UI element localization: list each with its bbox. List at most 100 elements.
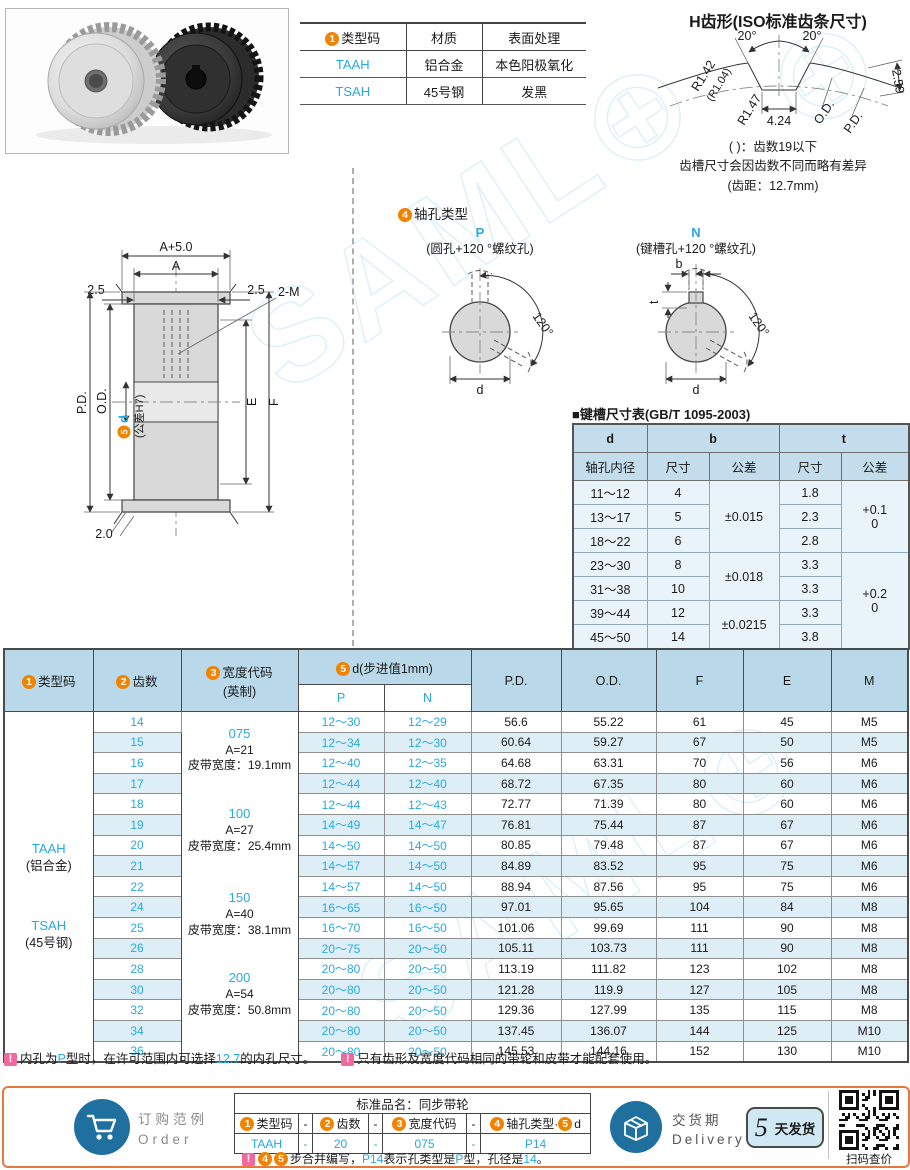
cell-b-size: 12	[646, 600, 710, 625]
r-bottom-label: R1.47	[735, 92, 765, 128]
cell-m: M6	[830, 834, 909, 857]
keyway-table-title: ■键槽尺寸表(GB/T 1095-2003)	[572, 407, 751, 422]
cell-m: M10	[830, 1040, 909, 1063]
cell-od: 103.73	[560, 937, 657, 960]
cell-m: M8	[830, 978, 909, 1001]
cell-t-size: 3.3	[778, 576, 842, 601]
groove-width-label: 4.24	[767, 114, 791, 128]
col-t: t	[778, 423, 910, 453]
n-desc-label: (键槽孔+120 °螺纹孔)	[636, 242, 756, 256]
pulley-photo-illustration	[36, 22, 272, 144]
section-divider	[352, 168, 354, 646]
cell-f: 61	[655, 711, 744, 733]
cell-pd: 121.28	[470, 978, 562, 1001]
cell-bore-range: 11～12	[572, 480, 648, 505]
cell-n: 20～50	[383, 1019, 472, 1042]
cell-od: 59.27	[560, 731, 657, 754]
dim-d-tol-label: (公差H7)	[132, 395, 146, 438]
cell-od: 144.16	[560, 1040, 657, 1063]
cell-bore-range: 39～44	[572, 600, 648, 625]
cell-f: 123	[655, 958, 744, 980]
order-example-label: 订购范例 Order	[138, 1112, 208, 1147]
order-value-cell: P14	[479, 1133, 592, 1154]
cell-e: 130	[742, 1040, 832, 1063]
keyway-header-row-2: 轴孔内径 尺寸 公差 尺寸 公差	[572, 452, 910, 481]
cell-n: 20～50	[383, 978, 472, 1001]
cell-n: 14～50	[383, 834, 472, 857]
angle-right-label: 20°	[803, 30, 822, 43]
cell-b-size: 5	[646, 504, 710, 529]
cell-m: M8	[830, 999, 909, 1021]
dim-2m-label: 2-M	[278, 285, 300, 299]
cell-n: 12～43	[383, 793, 472, 815]
cell-f: 135	[655, 999, 744, 1021]
delivery-days-unit: 天发货	[774, 1121, 816, 1137]
cell-e: 60	[742, 793, 832, 815]
type-code-cell: TAAH(铝合金)TSAH(45号钢)	[3, 711, 94, 1063]
n-code-label: N	[691, 225, 700, 240]
order-title-row: 标准品名：同步带轮	[233, 1093, 592, 1114]
cell-pd: 113.19	[470, 958, 562, 980]
dim-d-label: 5 d	[116, 415, 131, 439]
circled-1: 1	[21, 675, 36, 689]
cell-od: 111.82	[560, 958, 657, 980]
cell-e: 67	[742, 813, 832, 836]
cell-m: M6	[830, 752, 909, 774]
cell-e: 75	[742, 855, 832, 877]
type-block: TAAH(铝合金)	[25, 841, 72, 874]
dim-f-label: F	[267, 398, 281, 406]
cell-f: 70	[655, 752, 744, 774]
col-n: N	[383, 684, 472, 712]
order-header-cell: -	[298, 1113, 313, 1134]
cell-m: M8	[830, 958, 909, 980]
cell-m: M6	[830, 772, 909, 795]
cell-teeth: 20	[92, 834, 182, 857]
footnote: !内孔为P型时，在许可范围内可选择12.7的内孔尺寸。	[4, 1048, 315, 1067]
dim-od-label: O.D.	[95, 388, 109, 414]
n-b-label: b	[676, 257, 683, 271]
cell-teeth: 14	[92, 711, 182, 733]
cell-bore-range: 45～50	[572, 624, 648, 650]
dim-right-label: 2.5	[247, 283, 264, 297]
keyway-header-row-1: d b t	[572, 423, 910, 453]
cell-teeth: 22	[92, 875, 182, 898]
material-cell: 发黑	[481, 77, 586, 105]
svg-text:d: d	[116, 415, 131, 423]
cell-bore-range: 31～38	[572, 576, 648, 601]
cell-b-size: 14	[646, 624, 710, 650]
cell-p: 12～30	[297, 711, 385, 733]
cell-b-tolerance: ±0.015	[708, 480, 780, 553]
cell-teeth: 18	[92, 793, 182, 815]
cell-m: M6	[830, 813, 909, 836]
cell-pd: 97.01	[470, 896, 562, 918]
cell-od: 136.07	[560, 1019, 657, 1042]
cell-t-size: 1.8	[778, 480, 842, 505]
cell-od: 55.22	[560, 711, 657, 733]
cell-pd: 101.06	[470, 916, 562, 939]
angle-left-label: 20°	[738, 30, 757, 43]
cell-f: 144	[655, 1019, 744, 1042]
circled-4: 4	[398, 208, 412, 222]
cell-p: 16～70	[297, 916, 385, 939]
main-header-row-2: P N	[4, 684, 908, 712]
delivery-label: 交货期 Delivery	[672, 1113, 745, 1147]
cell-n: 12～35	[383, 752, 472, 774]
cell-f: 111	[655, 916, 744, 939]
p-desc-label: (圆孔+120 °螺纹孔)	[426, 242, 533, 256]
cell-teeth: 25	[92, 916, 182, 939]
cell-od: 63.31	[560, 752, 657, 774]
